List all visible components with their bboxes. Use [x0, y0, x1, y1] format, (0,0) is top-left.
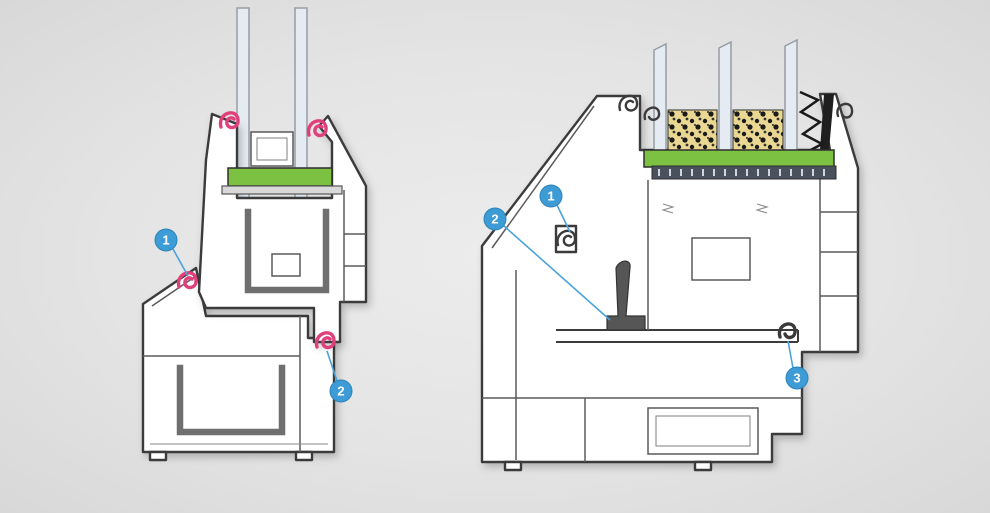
spacer-bar [651, 165, 837, 180]
sealing-membrane-fold [798, 90, 825, 154]
leader-line [556, 204, 571, 233]
glass-pane [718, 40, 732, 166]
right-diagram-triple-glazing [480, 38, 860, 472]
outer-gasket-callout-3 [777, 322, 797, 340]
left-callout-badge-2[interactable] [329, 379, 353, 403]
glass-pane [653, 42, 667, 166]
gasket-seal-callout-2 [314, 331, 336, 350]
steel-reinforcement [244, 208, 330, 294]
right-inner-chambers [482, 105, 858, 462]
callout-annotations: 1 2 1 2 3 [154, 184, 809, 403]
gasket-seal [836, 102, 854, 119]
profile-foot [693, 460, 713, 472]
center-gasket-callout-2 [606, 260, 646, 331]
leader-line [787, 340, 794, 369]
insulation-block [667, 109, 718, 155]
insulation-block [732, 109, 784, 155]
gasket-seal-callout-1 [556, 229, 577, 247]
profile-foot [294, 450, 314, 462]
gasket-seal [618, 94, 639, 112]
right-callout-badge-2[interactable] [483, 207, 507, 231]
glazing-bead [227, 167, 333, 187]
gasket-seal [218, 111, 240, 130]
left-inner-chambers [143, 190, 366, 452]
glazing-spacer-inner [256, 137, 288, 161]
right-callout-badge-3[interactable] [785, 366, 809, 390]
steel-reinforcement [176, 364, 286, 436]
left-diagram-double-glazing [141, 7, 368, 462]
right-callout-badge-1[interactable] [539, 184, 563, 208]
profile-foot [148, 450, 168, 462]
profile-foot [503, 460, 523, 472]
leader-line [326, 350, 338, 382]
gasket-seal-callout-1 [176, 271, 198, 290]
leader-line [172, 248, 189, 277]
left-callout-badge-1[interactable] [154, 228, 178, 252]
glass-pane [784, 38, 798, 166]
gasket-seal [643, 106, 661, 121]
glazing-bead [643, 149, 835, 168]
leader-line [503, 225, 611, 321]
sealing-membrane [820, 94, 834, 150]
gasket-seal [306, 119, 328, 138]
support-plate [221, 185, 343, 195]
